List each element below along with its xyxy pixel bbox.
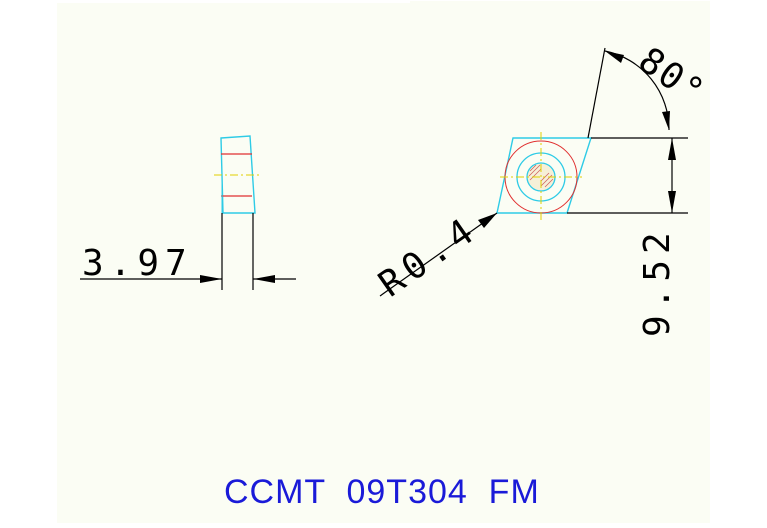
angle-arrow-start — [605, 51, 624, 63]
insert-designation: CCMT 09T304 FM — [224, 473, 540, 511]
drawing-sheet — [57, 1, 710, 523]
side-view: 3.97 — [80, 135, 296, 290]
radius-leader — [379, 212, 498, 297]
inscribed-dimension-label: 9.52 — [637, 226, 678, 337]
angle-extension-line — [587, 47, 606, 139]
height-arrow-top — [668, 138, 676, 160]
radius-arrow-head — [478, 213, 497, 228]
height-arrow-bottom — [668, 191, 676, 213]
arrow-head-left — [200, 275, 222, 283]
arrow-head-right — [253, 275, 275, 283]
angle-arrow-end — [662, 111, 670, 130]
thickness-dimension-label: 3.97 — [82, 243, 193, 284]
